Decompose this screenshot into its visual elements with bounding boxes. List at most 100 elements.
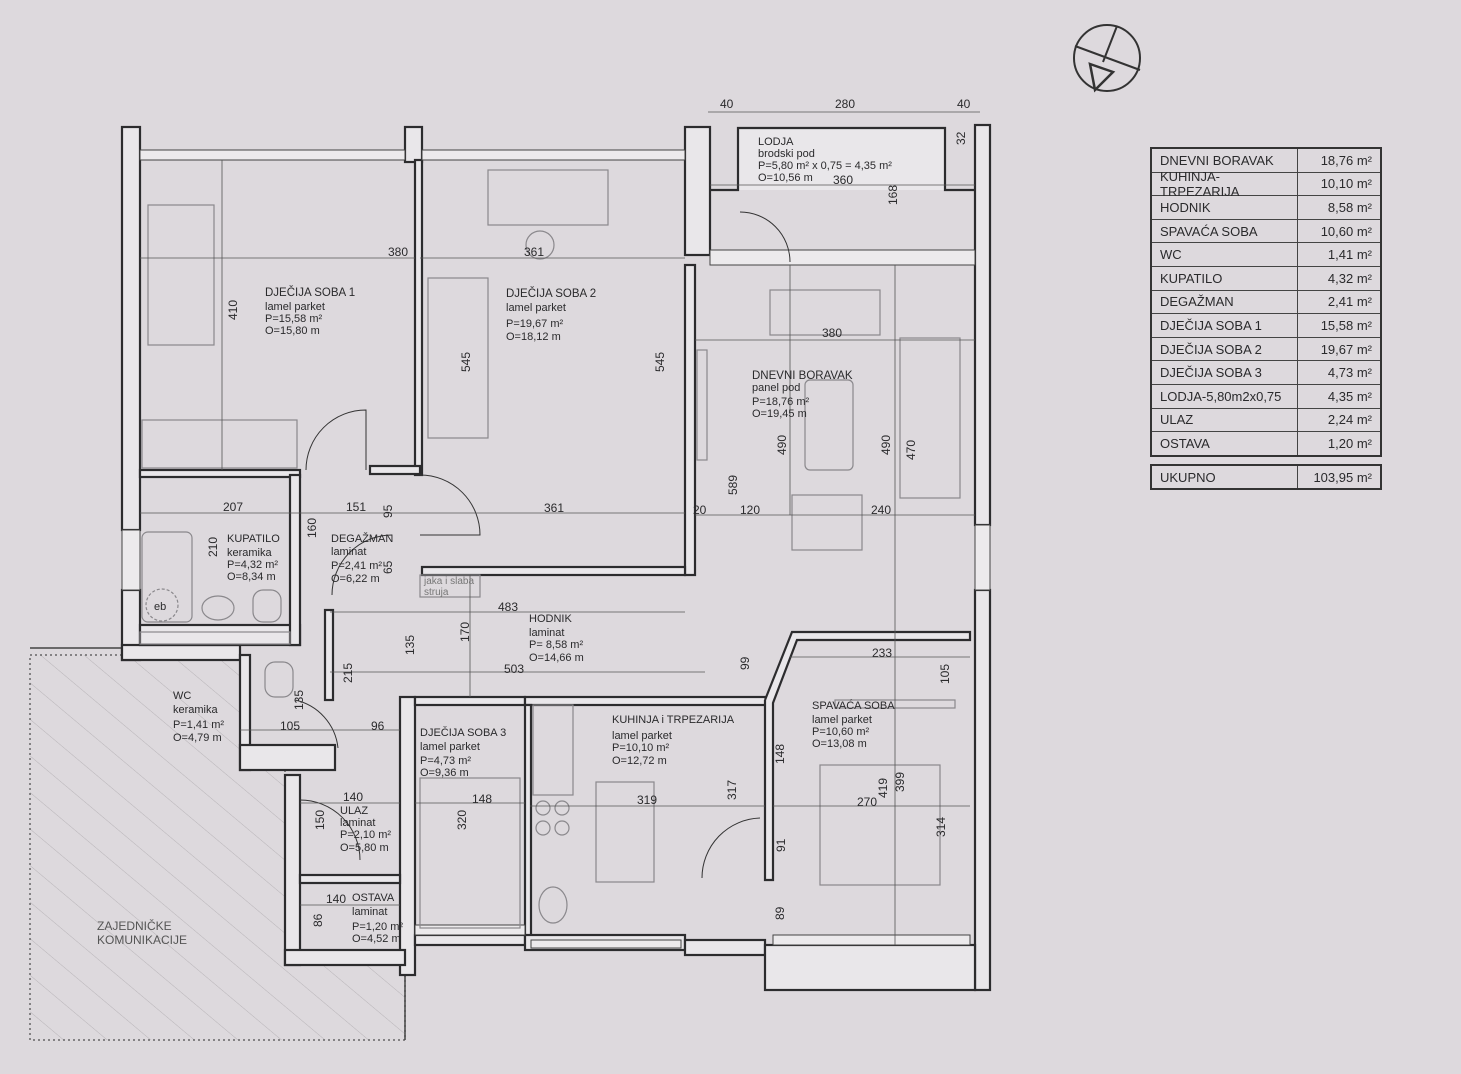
windows xyxy=(121,149,991,949)
room-area: 18,76 m² xyxy=(1320,152,1372,168)
coffee-table xyxy=(804,379,854,471)
toilet-wc xyxy=(264,661,294,698)
svg-text:P=18,76 m²: P=18,76 m² xyxy=(752,396,810,408)
dimension-label: 86 xyxy=(311,913,325,927)
svg-text:P=2,41 m²: P=2,41 m² xyxy=(331,560,382,572)
room-area: 4,32 m² xyxy=(1327,270,1372,286)
sofa xyxy=(899,337,961,499)
room-label-kupatilo: KUPATILO keramika P=4,32 m² O=8,34 m xyxy=(227,533,280,583)
dimension-label: 170 xyxy=(458,622,472,642)
dimension-label: 32 xyxy=(954,131,968,145)
doors xyxy=(294,211,791,879)
svg-text:P=2,10 m²: P=2,10 m² xyxy=(340,829,391,841)
svg-text:keramika: keramika xyxy=(173,704,219,716)
boiler xyxy=(145,588,179,622)
room-area: 10,60 m² xyxy=(1320,223,1372,239)
svg-text:P=19,67 m²: P=19,67 m² xyxy=(506,318,564,330)
area-table-row: KUHINJA-TRPEZARIJA 10,10 m² xyxy=(1152,169,1380,199)
desk-1 xyxy=(141,419,298,469)
north-arrow-icon xyxy=(1073,24,1141,93)
wardrobe-2 xyxy=(487,169,609,226)
dimension-label: 490 xyxy=(879,435,893,455)
svg-text:laminat: laminat xyxy=(352,906,387,918)
svg-text:keramika: keramika xyxy=(227,547,273,559)
room-area: 10,10 m² xyxy=(1320,176,1372,192)
sink xyxy=(538,886,568,924)
dimension-label: 320 xyxy=(455,810,469,830)
dimension-label: 135 xyxy=(403,635,417,655)
room-area: 2,41 m² xyxy=(1327,294,1372,310)
boiler-label: eb xyxy=(154,601,166,613)
dimension-label: 168 xyxy=(886,185,900,205)
walls xyxy=(120,123,992,992)
bathroom-shaft xyxy=(139,631,291,645)
dimension-label: 470 xyxy=(904,440,918,460)
dimension-label: 89 xyxy=(773,906,787,920)
dimension-label: 91 xyxy=(774,838,788,852)
svg-text:O=6,22 m: O=6,22 m xyxy=(331,573,380,585)
area-total-value: 103,95 m² xyxy=(1313,469,1372,485)
room-name: KUHINJA-TRPEZARIJA xyxy=(1152,169,1298,199)
svg-text:O=14,66 m: O=14,66 m xyxy=(529,652,584,664)
room-name: DNEVNI BORAVAK xyxy=(1152,149,1298,172)
svg-text:O=4,79 m: O=4,79 m xyxy=(173,732,222,744)
svg-text:laminat: laminat xyxy=(331,546,366,558)
svg-text:O=19,45 m: O=19,45 m xyxy=(752,408,807,420)
dimension-label: 148 xyxy=(773,744,787,764)
dimension-label: 233 xyxy=(872,646,892,660)
dimension-label: 150 xyxy=(313,810,327,830)
dimension-label: 95 xyxy=(381,504,395,518)
dimension-label: 240 xyxy=(871,503,891,517)
dimension-label: 360 xyxy=(833,173,853,187)
svg-text:KOMUNIKACIJE: KOMUNIKACIJE xyxy=(97,933,187,947)
svg-text:panel pod: panel pod xyxy=(752,382,800,394)
room-label-djecija-soba-3: DJEČIJA SOBA 3 lamel parket P=4,73 m² O=… xyxy=(420,726,506,779)
dimension-lines xyxy=(140,111,980,945)
dimension-label: 65 xyxy=(381,560,395,574)
toilet-bathroom xyxy=(252,589,282,623)
svg-text:ZAJEDNIČKE: ZAJEDNIČKE xyxy=(97,918,172,933)
svg-text:O=10,56 m: O=10,56 m xyxy=(758,172,813,184)
svg-text:O=9,36 m: O=9,36 m xyxy=(420,767,469,779)
dimension-label: 120 xyxy=(740,503,760,517)
washbasin xyxy=(201,595,235,621)
dimension-label: 317 xyxy=(725,780,739,800)
room-name: SPAVAĆA SOBA xyxy=(1152,219,1298,243)
svg-text:O=8,34 m: O=8,34 m xyxy=(227,571,276,583)
armchairs xyxy=(769,289,881,336)
stove-icon xyxy=(535,800,570,836)
bed-2 xyxy=(427,277,489,439)
svg-text:lamel parket: lamel parket xyxy=(506,302,566,314)
dimension-label: 99 xyxy=(738,656,752,670)
room-label-lodja: LODJA brodski pod P=5,80 m² x 0,75 = 4,3… xyxy=(758,136,892,184)
svg-text:struja: struja xyxy=(424,587,449,598)
dimension-label: 151 xyxy=(346,500,366,514)
svg-text:DJEČIJA SOBA 1: DJEČIJA SOBA 1 xyxy=(265,286,355,299)
svg-text:O=13,08 m: O=13,08 m xyxy=(812,738,867,750)
svg-text:jaka i slaba: jaka i slaba xyxy=(423,576,474,587)
room-label-kuhinja: KUHINJA i TRPEZARIJA lamel parket P=10,1… xyxy=(612,714,735,767)
bed-3 xyxy=(419,777,521,929)
svg-text:DJEČIJA SOBA 3: DJEČIJA SOBA 3 xyxy=(420,726,506,739)
furniture: eb xyxy=(139,169,961,929)
dimension-label: 545 xyxy=(653,352,667,372)
dimension-label: 210 xyxy=(206,537,220,557)
svg-text:lamel parket: lamel parket xyxy=(612,730,672,742)
dimension-label: 361 xyxy=(524,245,544,259)
area-table-row: DEGAŽMAN 2,41 m² xyxy=(1152,290,1380,315)
dimension-label: 361 xyxy=(544,501,564,515)
svg-text:SPAVAĆA SOBA: SPAVAĆA SOBA xyxy=(812,699,895,712)
svg-text:O=4,52 m: O=4,52 m xyxy=(352,933,401,945)
dimension-label: 380 xyxy=(822,326,842,340)
svg-text:laminat: laminat xyxy=(340,817,375,829)
svg-text:lamel parket: lamel parket xyxy=(265,301,325,313)
dimension-label: 503 xyxy=(504,662,524,676)
room-name: DEGAŽMAN xyxy=(1152,290,1298,314)
bed-1 xyxy=(147,204,215,346)
dimension-label: 140 xyxy=(326,892,346,906)
